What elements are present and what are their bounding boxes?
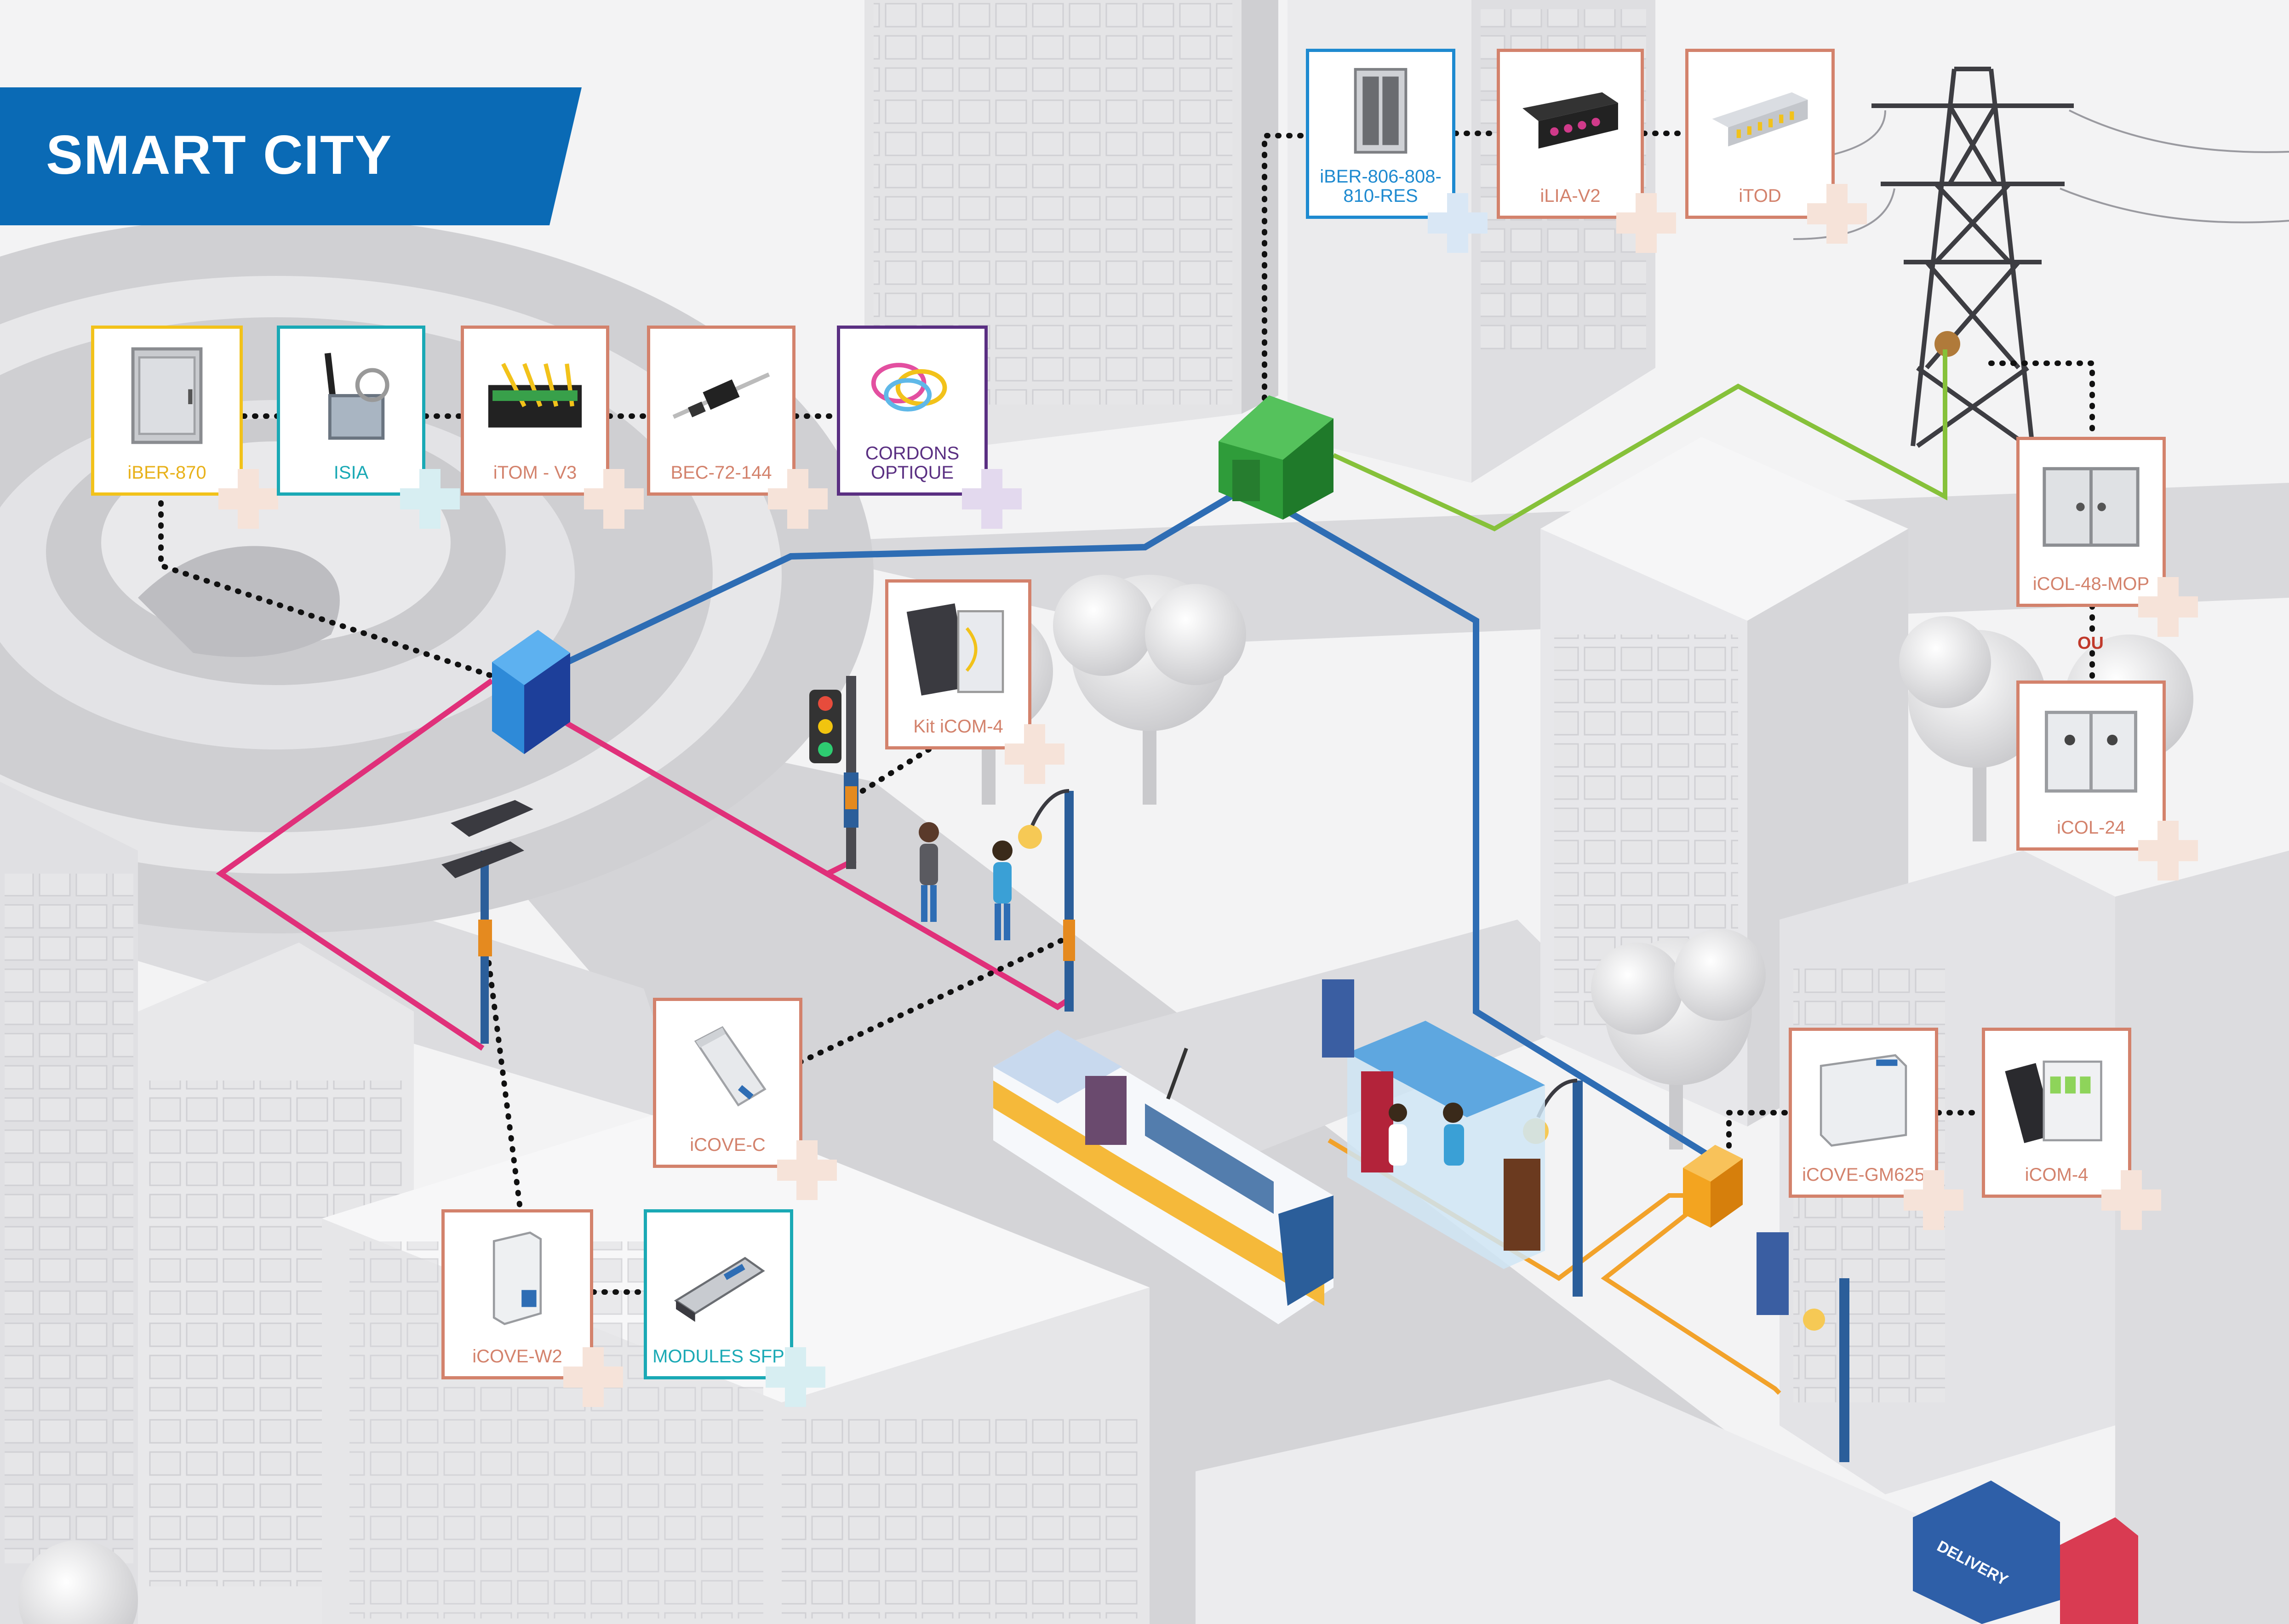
add-iber-870-plus-icon[interactable] (218, 469, 278, 529)
add-icove-gm625-plus-icon[interactable] (1904, 1170, 1963, 1230)
product-label: iTOD (1739, 186, 1781, 206)
product-label: iCOL-24 (2057, 818, 2125, 838)
outdoor-cabinet-icon (108, 343, 226, 449)
product-label: iTOM - V3 (493, 463, 577, 483)
product-card-itod[interactable]: iTOD (1685, 49, 1835, 219)
rack-cabinet-icon (1323, 66, 1438, 156)
splice-tray-icon (478, 343, 592, 449)
camera-pole (441, 800, 533, 1044)
street-lamp (1018, 789, 1075, 1012)
product-label: iBER-870 (127, 463, 206, 483)
product-card-modules-sfp[interactable]: MODULES SFP (644, 1209, 793, 1379)
wall-enclosure-icon (1806, 1045, 1921, 1151)
tree (1591, 929, 1766, 1149)
add-modules-sfp-plus-icon[interactable] (766, 1347, 825, 1407)
product-card-icol-24[interactable]: iCOL-24 (2016, 680, 2166, 851)
add-icove-w2-plus-icon[interactable] (563, 1347, 623, 1407)
product-label: iCOVE-W2 (472, 1346, 562, 1367)
wall-box-icon (2033, 698, 2149, 804)
or-separator: OU (2077, 634, 2104, 653)
add-iber-806-plus-icon[interactable] (1428, 193, 1488, 253)
add-icol-24-plus-icon[interactable] (2138, 821, 2198, 881)
product-label: iCOVE-GM625 (1802, 1165, 1925, 1185)
fiber-enclosure-icon (670, 1015, 785, 1121)
green-cabinet (1219, 395, 1333, 520)
patch-cords-icon (854, 343, 971, 433)
tree (1899, 616, 2046, 841)
product-label: ISIA (333, 463, 369, 483)
blue-cabinet (492, 630, 570, 754)
pylon-junction (1934, 331, 1960, 357)
product-card-ilia-v2[interactable]: iLIA-V2 (1497, 49, 1644, 219)
patch-panel-icon (1514, 66, 1627, 172)
product-card-itom-v3[interactable]: iTOM - V3 (461, 326, 609, 496)
product-label: MODULES SFP (652, 1346, 784, 1367)
product-card-cordons-optique[interactable]: CORDONS OPTIQUE (837, 326, 988, 496)
product-card-iber-806-808-810-res[interactable]: iBER-806-808- 810-RES (1306, 49, 1455, 219)
power-pylon (1793, 67, 2289, 448)
delivery-truck: DELIVERY (1913, 1481, 2138, 1624)
add-icom-4-plus-icon[interactable] (2101, 1170, 2161, 1230)
add-icove-c-plus-icon[interactable] (777, 1140, 837, 1200)
product-label: CORDONS OPTIQUE (865, 443, 960, 483)
wall-box-icon (2033, 454, 2149, 560)
sfp-module-icon (661, 1226, 776, 1332)
wireless-module-icon (294, 343, 408, 449)
product-card-bec-72-144[interactable]: BEC-72-144 (647, 326, 795, 496)
tree (1053, 575, 1246, 805)
product-label: BEC-72-144 (670, 463, 772, 483)
add-icol-48-mop-plus-icon[interactable] (2138, 577, 2198, 637)
product-card-icove-w2[interactable]: iCOVE-W2 (441, 1209, 593, 1379)
add-itod-plus-icon[interactable] (1807, 184, 1867, 244)
traffic-light (809, 676, 858, 869)
cable-connector-icon (664, 343, 778, 449)
tram (993, 1030, 1333, 1324)
building-bottom-right (1196, 1379, 1977, 1624)
add-cordons-optique-plus-icon[interactable] (962, 469, 1022, 529)
add-itom-v3-plus-icon[interactable] (584, 469, 644, 529)
add-bec-72-144-plus-icon[interactable] (768, 469, 828, 529)
splice-box-icon (902, 596, 1014, 703)
network-line-pink (216, 678, 494, 1051)
street-lamp (1803, 1278, 1849, 1462)
title-banner (0, 87, 582, 225)
page-title: SMART CITY (46, 124, 393, 186)
product-label: iCOVE-C (690, 1135, 766, 1155)
orange-cabinet (1683, 1145, 1743, 1228)
product-card-icove-gm625[interactable]: iCOVE-GM625 (1789, 1028, 1938, 1198)
product-card-kit-icom-4[interactable]: Kit iCOM-4 (885, 579, 1031, 749)
splice-box-icon (1999, 1045, 2114, 1151)
pedestrians (919, 822, 1464, 1166)
product-card-isia[interactable]: ISIA (277, 326, 425, 496)
product-label: iBER-806-808- 810-RES (1320, 166, 1442, 206)
product-label: Kit iCOM-4 (913, 716, 1003, 737)
product-card-icove-c[interactable]: iCOVE-C (653, 998, 802, 1168)
product-label: iCOL-48-MOP (2032, 574, 2150, 594)
network-line-green (1332, 349, 1947, 532)
add-isia-plus-icon[interactable] (400, 469, 460, 529)
product-card-icol-48-mop[interactable]: iCOL-48-MOP (2016, 437, 2166, 607)
pole-enclosure-icon (458, 1226, 576, 1332)
tree (18, 1540, 138, 1624)
product-card-iber-870[interactable]: iBER-870 (91, 326, 243, 496)
add-ilia-v2-plus-icon[interactable] (1616, 193, 1676, 253)
product-card-icom-4[interactable]: iCOM-4 (1982, 1028, 2131, 1198)
distribution-panel-icon (1702, 66, 1818, 172)
product-label: iLIA-V2 (1540, 186, 1601, 206)
add-kit-icom-4-plus-icon[interactable] (1005, 724, 1064, 784)
product-label: iCOM-4 (2025, 1165, 2089, 1185)
